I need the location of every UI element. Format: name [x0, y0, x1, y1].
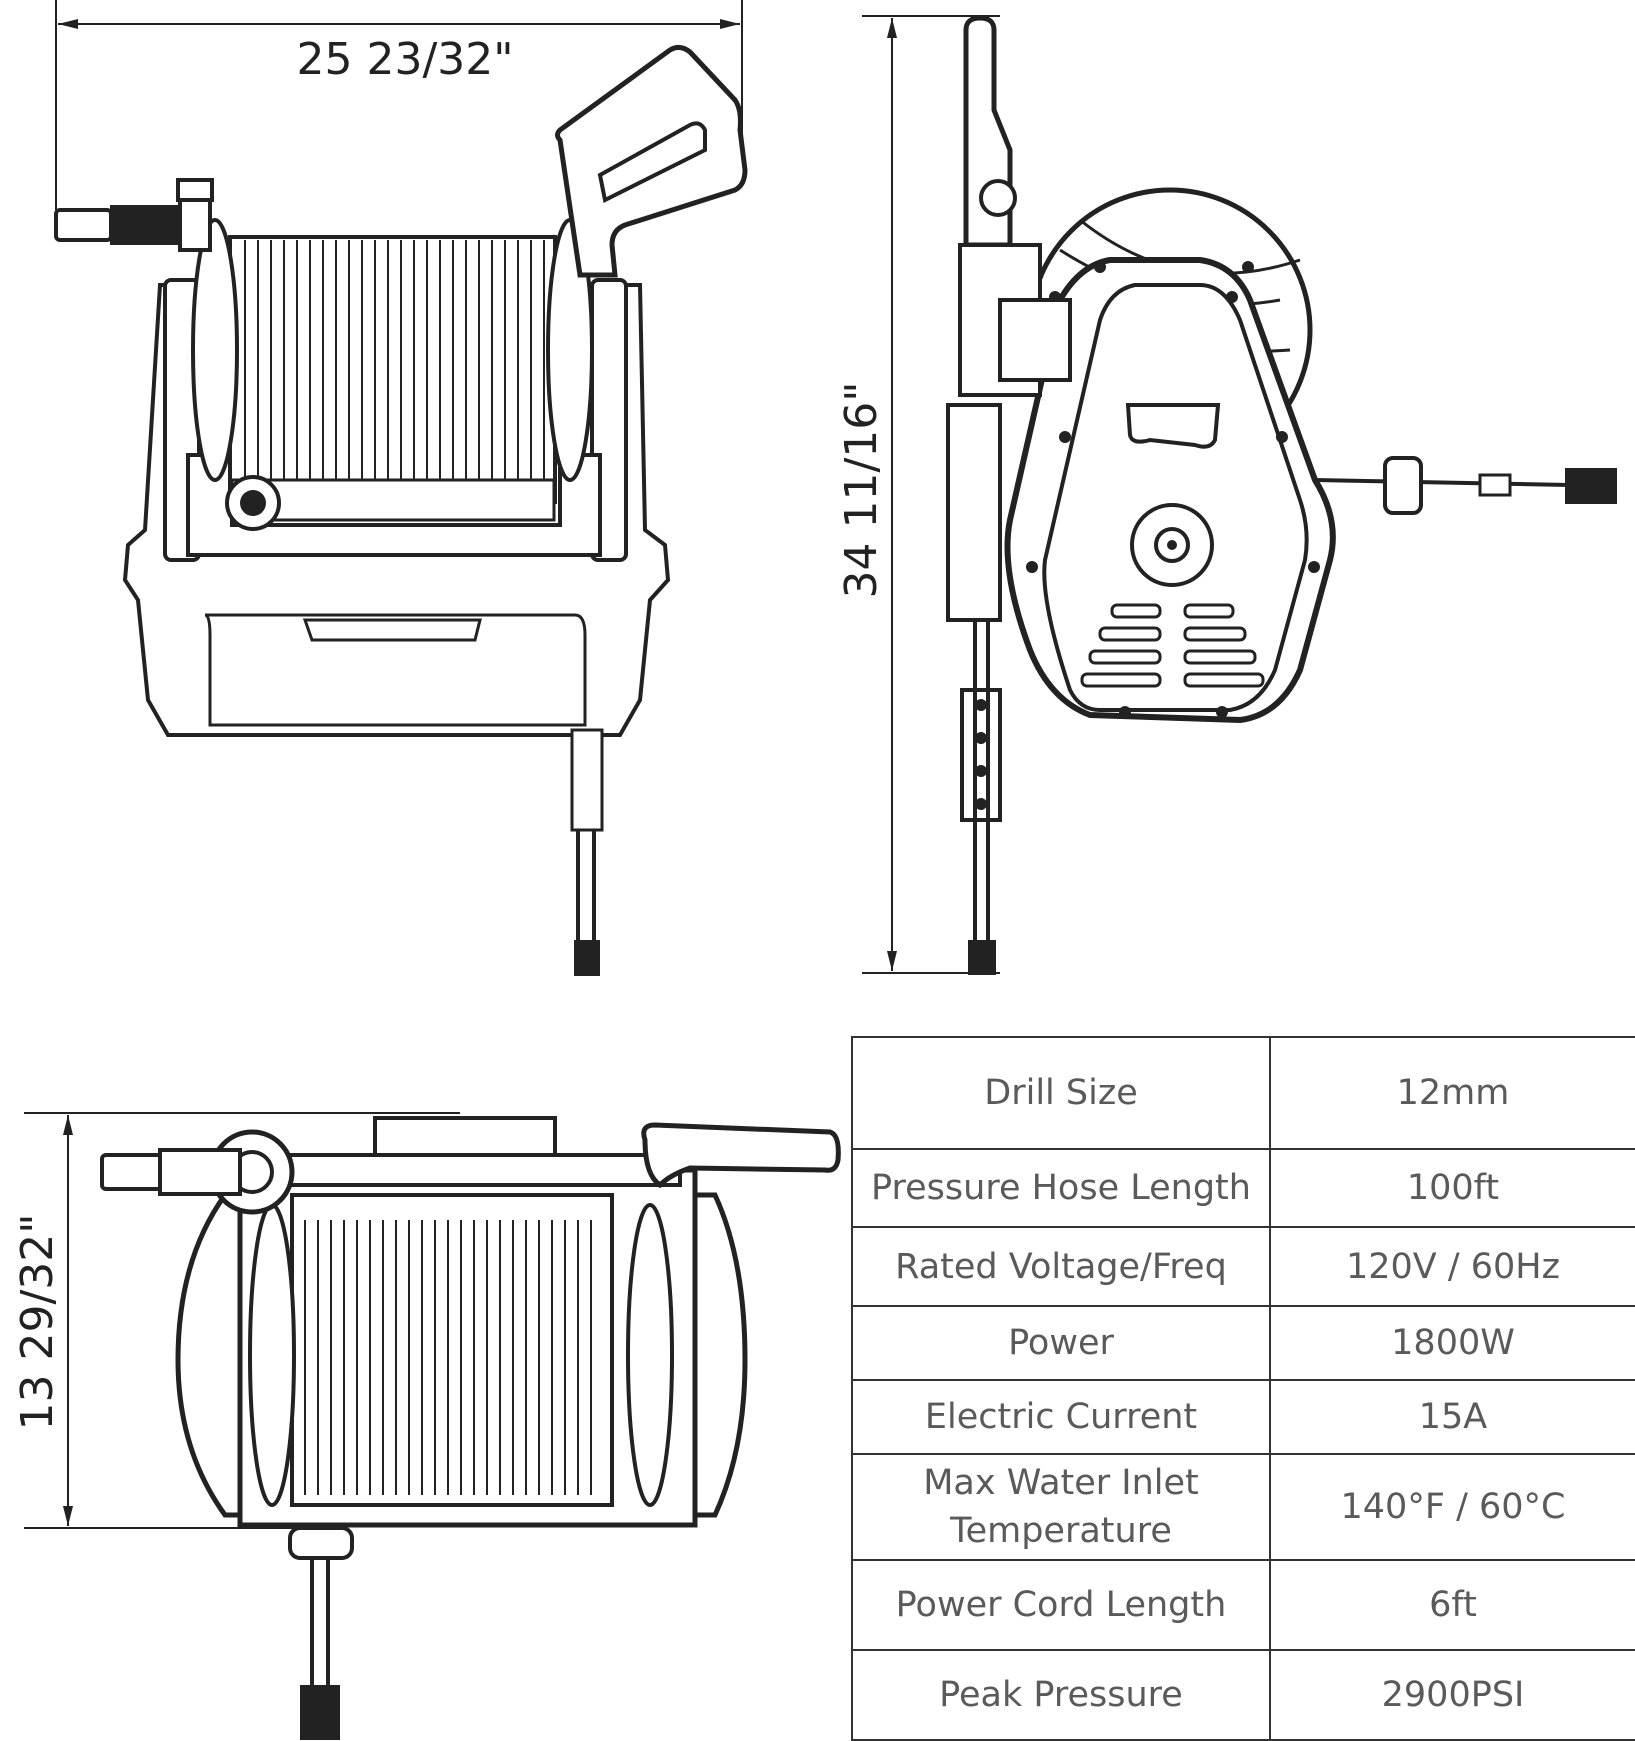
top-view-drawing: 13 29/32": [12, 1112, 841, 1740]
top-hose-drum: [290, 1193, 614, 1507]
front-drum-lower-bar: [230, 478, 556, 522]
spec-value: 15A: [1269, 1379, 1635, 1455]
front-gun-trigger-guard: [597, 121, 707, 203]
front-handle-slot: [302, 618, 482, 642]
top-inlet-fitting: [100, 1153, 164, 1191]
front-spray-gun: [555, 44, 748, 278]
front-wand-clips: [570, 728, 604, 832]
spec-row: Power Cord Length 6ft: [851, 1559, 1635, 1651]
spec-row: Power 1800W: [851, 1305, 1635, 1381]
side-gun-knob: [979, 179, 1017, 217]
side-outlet-coupler: [1478, 473, 1512, 497]
side-carry-handle: [1125, 403, 1221, 449]
width-dimension-label: 25 23/32": [296, 34, 513, 85]
spec-value: 12mm: [1269, 1036, 1635, 1150]
spec-label: Max Water Inlet Temperature: [851, 1453, 1271, 1561]
spec-label: Electric Current: [851, 1379, 1271, 1455]
side-outlet-connector: [1565, 468, 1617, 504]
spec-value: 2900PSI: [1269, 1649, 1635, 1741]
side-wand-tip: [968, 940, 996, 975]
side-motor-cap-center: [1167, 540, 1177, 550]
side-vent-slots: [1080, 603, 1265, 688]
spec-label: Drill Size: [851, 1036, 1271, 1150]
side-rear-bracket: [946, 403, 1002, 622]
front-wand-tip: [574, 940, 600, 976]
spec-label: Power Cord Length: [851, 1559, 1271, 1651]
spec-row: Max Water Inlet Temperature 140°F / 60°C: [851, 1453, 1635, 1561]
top-handle: [373, 1116, 557, 1160]
spec-label: Pressure Hose Length: [851, 1148, 1271, 1228]
top-inlet-connector: [158, 1148, 242, 1196]
front-view-drawing: 25 23/32": [54, 0, 748, 976]
spec-value: 6ft: [1269, 1559, 1635, 1651]
front-crank-center: [240, 490, 266, 516]
top-wand-stopper: [288, 1526, 354, 1560]
spec-label: Rated Voltage/Freq: [851, 1226, 1271, 1307]
side-view-drawing: 34 11/16": [836, 15, 1617, 975]
spec-value: 1800W: [1269, 1305, 1635, 1381]
front-base-opening: [204, 613, 587, 727]
top-left-flange: [248, 1203, 296, 1507]
top-crossbar: [288, 1153, 682, 1187]
top-right-flange: [626, 1203, 674, 1507]
spec-row: Rated Voltage/Freq 120V / 60Hz: [851, 1226, 1635, 1307]
depth-dimension-label: 13 29/32": [12, 1213, 63, 1430]
front-left-flange: [191, 218, 239, 482]
spec-value: 140°F / 60°C: [1269, 1453, 1635, 1561]
spec-value: 100ft: [1269, 1148, 1635, 1228]
spec-label: Power: [851, 1305, 1271, 1381]
front-inlet-valve: [178, 193, 212, 252]
side-motor-cap-ring: [1154, 527, 1190, 563]
side-wand-holder-rings: [975, 699, 987, 810]
front-inlet-knob: [176, 178, 214, 202]
side-screws: [1026, 261, 1320, 718]
side-bracket-arm: [998, 298, 1072, 382]
spec-row: Drill Size 12mm: [851, 1036, 1635, 1150]
side-outlet-stopper: [1383, 456, 1423, 515]
spec-value: 120V / 60Hz: [1269, 1226, 1635, 1307]
height-dimension-label: 34 11/16": [836, 381, 887, 598]
spec-row: Pressure Hose Length 100ft: [851, 1148, 1635, 1228]
spec-row: Peak Pressure 2900PSI: [851, 1649, 1635, 1741]
front-hose-drum: [228, 235, 557, 504]
spec-label: Peak Pressure: [851, 1649, 1271, 1741]
spec-row: Electric Current 15A: [851, 1379, 1635, 1455]
front-inlet-connector: [110, 205, 180, 245]
side-outlet-hose: [1314, 478, 1571, 487]
top-wand-connector: [300, 1685, 340, 1740]
front-inlet-fitting: [54, 208, 113, 242]
specifications-table: Drill Size 12mm Pressure Hose Length 100…: [851, 1036, 1635, 1741]
top-spray-gun: [641, 1122, 841, 1189]
